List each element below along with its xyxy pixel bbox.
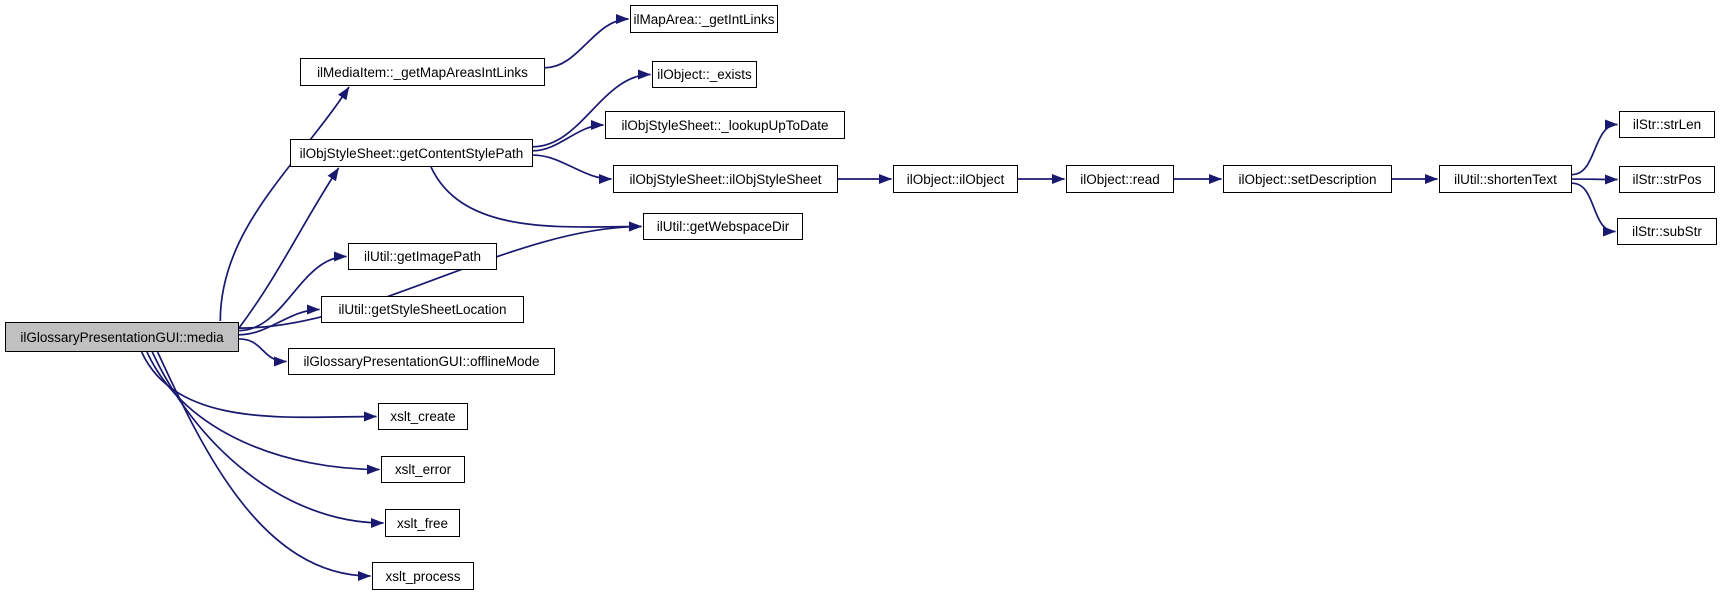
- node-media: ilGlossaryPresentationGUI::media: [5, 322, 239, 352]
- edge-media-mapareas: [219, 86, 350, 322]
- node-contentstylepath[interactable]: ilObjStyleSheet::getContentStylePath: [290, 139, 533, 167]
- node-stylesheetlocation[interactable]: ilUtil::getStyleSheetLocation: [321, 296, 524, 323]
- node-substr[interactable]: ilStr::subStr: [1617, 218, 1717, 245]
- edge-media-webspacedir: [238, 221, 642, 330]
- edge-mapareas-getintlinks: [544, 14, 629, 69]
- edge-media-xslt_free: [151, 351, 384, 528]
- edge-media-xslt_create: [140, 351, 377, 422]
- node-imagepath[interactable]: ilUtil::getImagePath: [348, 243, 497, 270]
- edge-media-xslt_error: [146, 351, 380, 475]
- node-xslt_create[interactable]: xslt_create: [378, 403, 468, 430]
- edge-contentstylepath-exists: [532, 69, 651, 148]
- edge-shortentext-strlen: [1571, 119, 1618, 176]
- node-objstylesheet[interactable]: ilObjStyleSheet::ilObjStyleSheet: [613, 165, 838, 193]
- node-xslt_process[interactable]: xslt_process: [372, 562, 474, 590]
- node-mapareas[interactable]: ilMediaItem::_getMapAreasIntLinks: [300, 58, 545, 86]
- edge-media-stylesheetlocation: [238, 304, 320, 336]
- node-xslt_free[interactable]: xslt_free: [385, 509, 460, 537]
- node-exists[interactable]: ilObject::_exists: [652, 61, 757, 88]
- edge-shortentext-substr: [1571, 182, 1616, 237]
- node-webspacedir[interactable]: ilUtil::getWebspaceDir: [643, 213, 803, 240]
- edge-media-offlinemode: [238, 338, 287, 367]
- node-shortentext[interactable]: ilUtil::shortenText: [1439, 165, 1572, 193]
- node-read[interactable]: ilObject::read: [1066, 165, 1174, 193]
- edge-media-xslt_process: [156, 351, 371, 581]
- node-strpos[interactable]: ilStr::strPos: [1619, 166, 1715, 193]
- edge-contentstylepath-webspacedir: [430, 166, 642, 232]
- node-getintlinks[interactable]: ilMapArea::_getIntLinks: [630, 5, 778, 33]
- node-xslt_error[interactable]: xslt_error: [381, 456, 465, 483]
- node-lookupuptodate[interactable]: ilObjStyleSheet::_lookupUpToDate: [605, 111, 845, 139]
- edge-contentstylepath-objstylesheet: [532, 154, 612, 184]
- node-ilobject[interactable]: ilObject::ilObject: [893, 165, 1018, 193]
- node-setdescription[interactable]: ilObject::setDescription: [1223, 165, 1392, 193]
- edge-contentstylepath-lookupuptodate: [532, 120, 604, 152]
- edge-media-contentstylepath: [238, 167, 340, 329]
- edge-media-imagepath: [238, 251, 347, 332]
- node-offlinemode[interactable]: ilGlossaryPresentationGUI::offlineMode: [288, 348, 555, 375]
- node-strlen[interactable]: ilStr::strLen: [1619, 111, 1715, 138]
